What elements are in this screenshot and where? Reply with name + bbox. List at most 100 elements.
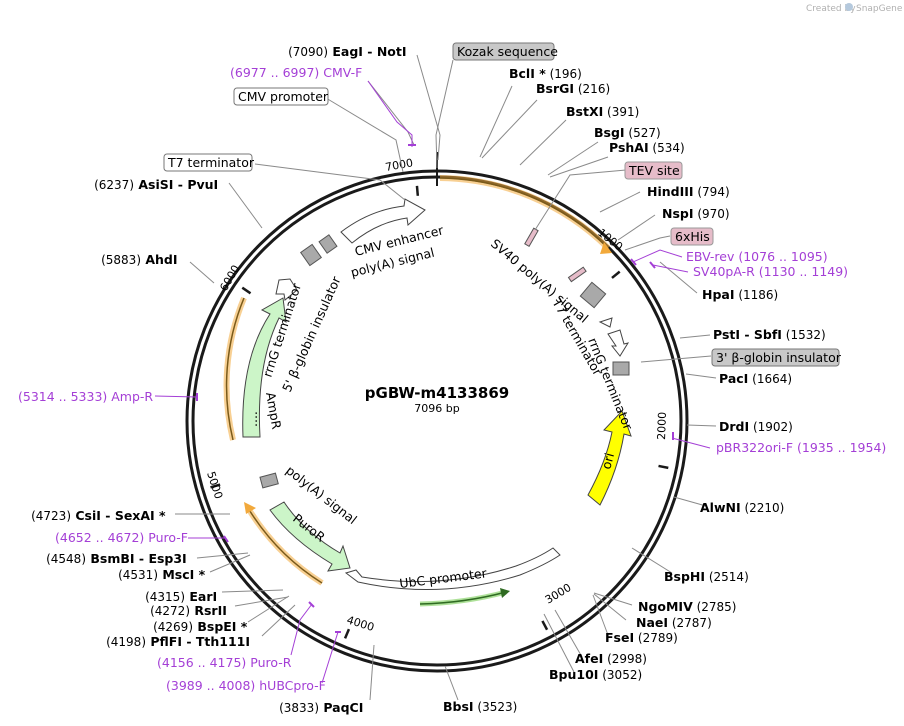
site-position: (216): [574, 82, 610, 96]
site-794[interactable]: HindIII (794): [647, 184, 730, 199]
site-3523[interactable]: BbsI (3523): [443, 699, 517, 714]
site-7090[interactable]: (7090) EagI - NotI: [288, 44, 406, 59]
his-callout-box[interactable]: [670, 227, 714, 246]
site-4531[interactable]: (4531) MscI *: [118, 567, 206, 582]
site-196[interactable]: BclI * (196): [509, 66, 582, 81]
site-216[interactable]: BsrGI (216): [536, 81, 610, 96]
site-enzyme-name-2: SexAI *: [115, 508, 166, 523]
leader-kozak: [435, 59, 454, 169]
cmv-enhancer-arrow[interactable]: [340, 198, 426, 244]
ubc-promoter-arrow[interactable]: [344, 547, 561, 590]
primer-sv40[interactable]: SV40pA-R (1130 .. 1149): [693, 264, 848, 279]
site-2514[interactable]: BspHI (2514): [664, 569, 749, 584]
primer-line-puror: [290, 603, 313, 656]
cmv-promoter-callout-label: CMV promoter: [238, 89, 329, 104]
kozak-callout-box[interactable]: [452, 42, 555, 61]
site-970[interactable]: NspI (970): [662, 206, 730, 221]
site-2787[interactable]: NaeI (2787): [636, 615, 712, 630]
plasmid-title-block: pGBW-m4133869 7096 bp: [365, 384, 509, 415]
site-text: PstI - SbfI (1532): [713, 327, 826, 342]
primer-purof[interactable]: (4652 .. 4672) Puro-F: [55, 530, 188, 545]
leader-7090: [416, 54, 441, 161]
site-enzyme-name: RsrII: [190, 603, 227, 618]
site-position: (1532): [782, 328, 826, 342]
site-separator: -: [363, 44, 377, 59]
ampr-arrow[interactable]: [242, 297, 287, 438]
primer-labels: (6977 .. 6997) CMV-F EBV-rev (1076 .. 109…: [18, 65, 886, 693]
primer-puror[interactable]: (4156 .. 4175) Puro-R: [157, 655, 292, 670]
site-position: (4548): [46, 552, 86, 566]
cmv-promoter-callout-box[interactable]: [233, 87, 329, 106]
site-3833[interactable]: (3833) PaqCI: [279, 700, 363, 715]
leader-2789: [592, 594, 609, 636]
tev-callout-box[interactable]: [624, 161, 683, 180]
rrng-terminator-arrow-left[interactable]: [275, 278, 298, 301]
site-4198[interactable]: (4198) PflFI - Tth111I: [106, 634, 250, 649]
site-4315[interactable]: (4315) EarI: [145, 589, 217, 604]
leader-5883: [189, 261, 215, 284]
site-391[interactable]: BstXI (391): [566, 104, 639, 119]
site-4269[interactable]: (4269) BspEI *: [153, 619, 248, 634]
primer-pbr[interactable]: pBR322ori-F (1935 .. 1954): [716, 440, 886, 455]
grey-block-c: [579, 281, 607, 309]
primer-line-sv40: [652, 264, 689, 273]
site-1186[interactable]: HpaI (1186): [702, 287, 778, 302]
leader-4531: [209, 554, 251, 573]
site-enzyme-name: BsmBI: [86, 551, 135, 566]
label-ampr: AmpR: [263, 391, 284, 431]
primer-name: hUBCpro-F: [259, 678, 326, 693]
bglobin-callout-box[interactable]: [711, 348, 840, 367]
site-6237[interactable]: (6237) AsiSI - PvuI: [94, 177, 218, 192]
site-position: (2789): [634, 631, 678, 645]
site-4723[interactable]: (4723) CsiI - SexAI *: [31, 508, 166, 523]
site-1664[interactable]: PacI (1664): [719, 371, 792, 386]
orf-arc-bottom: [247, 507, 323, 584]
site-5883[interactable]: (5883) AhdI: [101, 252, 177, 267]
site-position: (4272): [150, 604, 190, 618]
leader-4548: [196, 552, 249, 559]
primer-ampr[interactable]: (5314 .. 5333) Amp-R: [18, 389, 153, 404]
site-1902[interactable]: DrdI (1902): [719, 419, 793, 434]
leader-2998: [554, 609, 583, 658]
site-position: (4315): [145, 590, 185, 604]
ori-arrow[interactable]: [587, 410, 632, 506]
tick-label-2000: 2000: [655, 412, 669, 440]
leader-4198: [261, 604, 296, 637]
site-separator: -: [101, 508, 115, 523]
primer-range: (5314 .. 5333): [18, 389, 111, 404]
site-enzyme-name: DrdI: [719, 419, 749, 434]
site-4272[interactable]: (4272) RsrII: [150, 603, 227, 618]
site-separator: -: [740, 327, 754, 342]
site-enzyme-name: EagI: [328, 44, 363, 59]
primer-cmvf[interactable]: (6977 .. 6997) CMV-F: [230, 65, 362, 80]
t7-terminator-arrow-right[interactable]: [598, 317, 613, 328]
puror-arrow[interactable]: [269, 501, 351, 572]
site-2789[interactable]: FseI (2789): [605, 630, 678, 645]
leader-391: [519, 119, 567, 166]
leader-6xhis: [624, 235, 671, 251]
t7-terminator-callout-box[interactable]: [163, 153, 253, 172]
site-534[interactable]: PshAI (534): [609, 140, 685, 155]
site-position: (2785): [693, 600, 737, 614]
leader-2785: [593, 592, 633, 606]
plasmid-size: 7096 bp: [414, 402, 459, 415]
ruler-tick-7000: [415, 185, 420, 196]
tev-mark-a: [524, 227, 539, 247]
primer-ebv[interactable]: EBV-rev (1076 .. 1095): [686, 249, 828, 264]
site-1532[interactable]: PstI - SbfI (1532): [713, 327, 826, 342]
rrng-terminator-arrow-right[interactable]: [607, 329, 630, 357]
site-527[interactable]: BsgI (527): [594, 125, 661, 140]
tick-label-7000: 7000: [384, 156, 414, 174]
t7-terminator-callout-label: T7 terminator: [167, 155, 255, 170]
site-4548[interactable]: (4548) BsmBI - Esp3I: [46, 551, 187, 566]
primer-name: SV40pA-R: [693, 264, 759, 279]
site-text: HindIII (794): [647, 184, 730, 199]
site-2210[interactable]: AlwNI (2210): [700, 500, 784, 515]
site-position: (534): [649, 141, 685, 155]
site-2998[interactable]: AfeI (2998): [575, 651, 647, 666]
site-position: (3052): [598, 668, 642, 682]
primer-hubc[interactable]: (3989 .. 4008) hUBCpro-F: [166, 678, 326, 693]
site-2785[interactable]: NgoMIV (2785): [638, 599, 736, 614]
label-rrng-right: rrnG terminator: [585, 336, 636, 433]
site-3052[interactable]: Bpu10I (3052): [549, 667, 642, 682]
